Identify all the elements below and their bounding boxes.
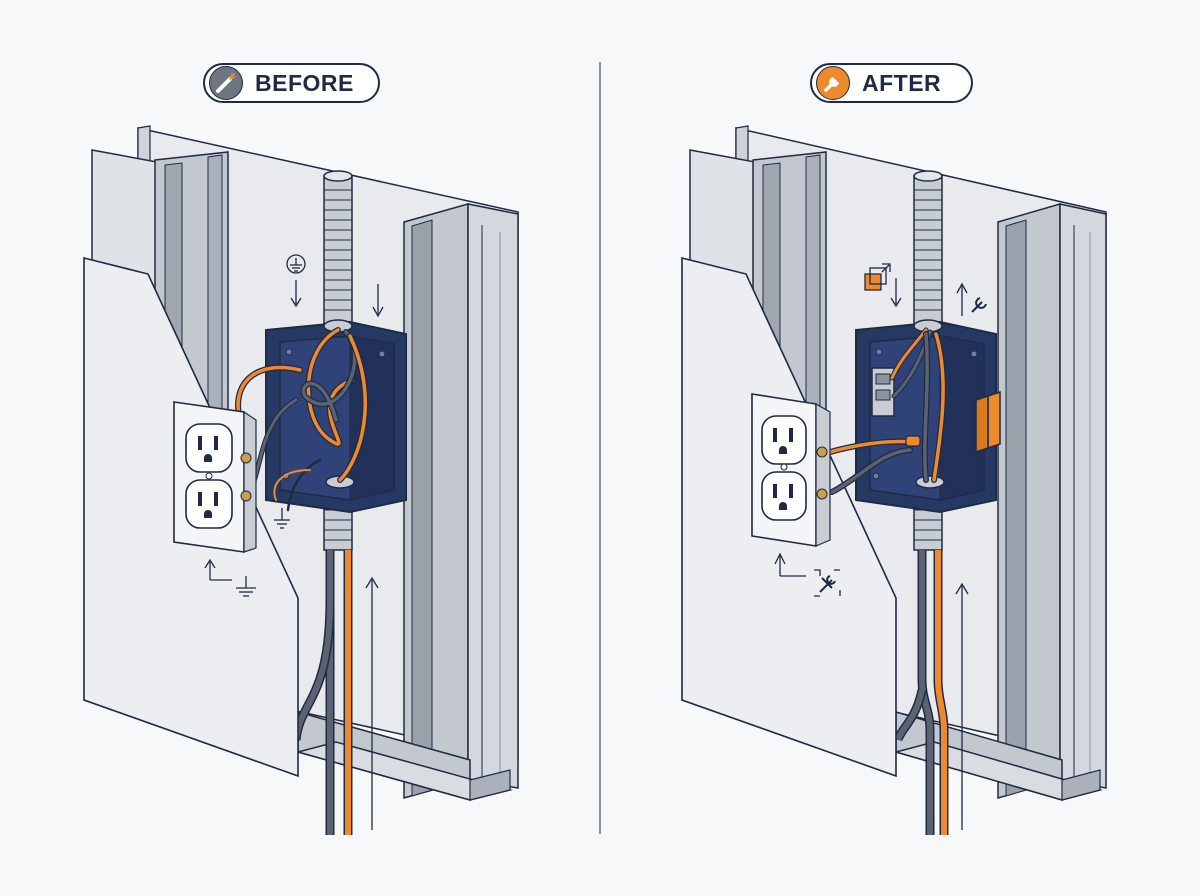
panel-divider bbox=[599, 62, 601, 834]
wrench-icon bbox=[956, 282, 987, 316]
before-panel: BEFORE bbox=[83, 63, 519, 835]
after-wall-illustration bbox=[681, 125, 1107, 835]
junction-connector-icon bbox=[864, 263, 902, 308]
before-label: BEFORE bbox=[255, 69, 354, 96]
wrench-adjust-icon bbox=[814, 569, 841, 597]
right-metal-stud bbox=[403, 203, 519, 799]
frayed-wire-icon bbox=[209, 66, 243, 100]
cables-down bbox=[893, 550, 969, 835]
electrical-outlet bbox=[173, 401, 257, 553]
right-metal-stud bbox=[997, 203, 1107, 799]
wrench-icon bbox=[816, 66, 850, 100]
electrical-outlet bbox=[751, 393, 831, 547]
cable-clamp bbox=[987, 390, 1001, 450]
neat-wires bbox=[827, 327, 947, 495]
after-panel: AFTER bbox=[600, 0, 1200, 896]
ground-symbol-icon bbox=[286, 254, 306, 308]
ground-symbol-icon bbox=[236, 576, 256, 597]
after-label: AFTER bbox=[862, 69, 942, 96]
after-label-pill: AFTER bbox=[810, 63, 973, 103]
before-label-pill: BEFORE bbox=[203, 63, 380, 103]
ground-symbol-icon bbox=[274, 508, 290, 529]
before-wall-illustration bbox=[83, 125, 519, 835]
